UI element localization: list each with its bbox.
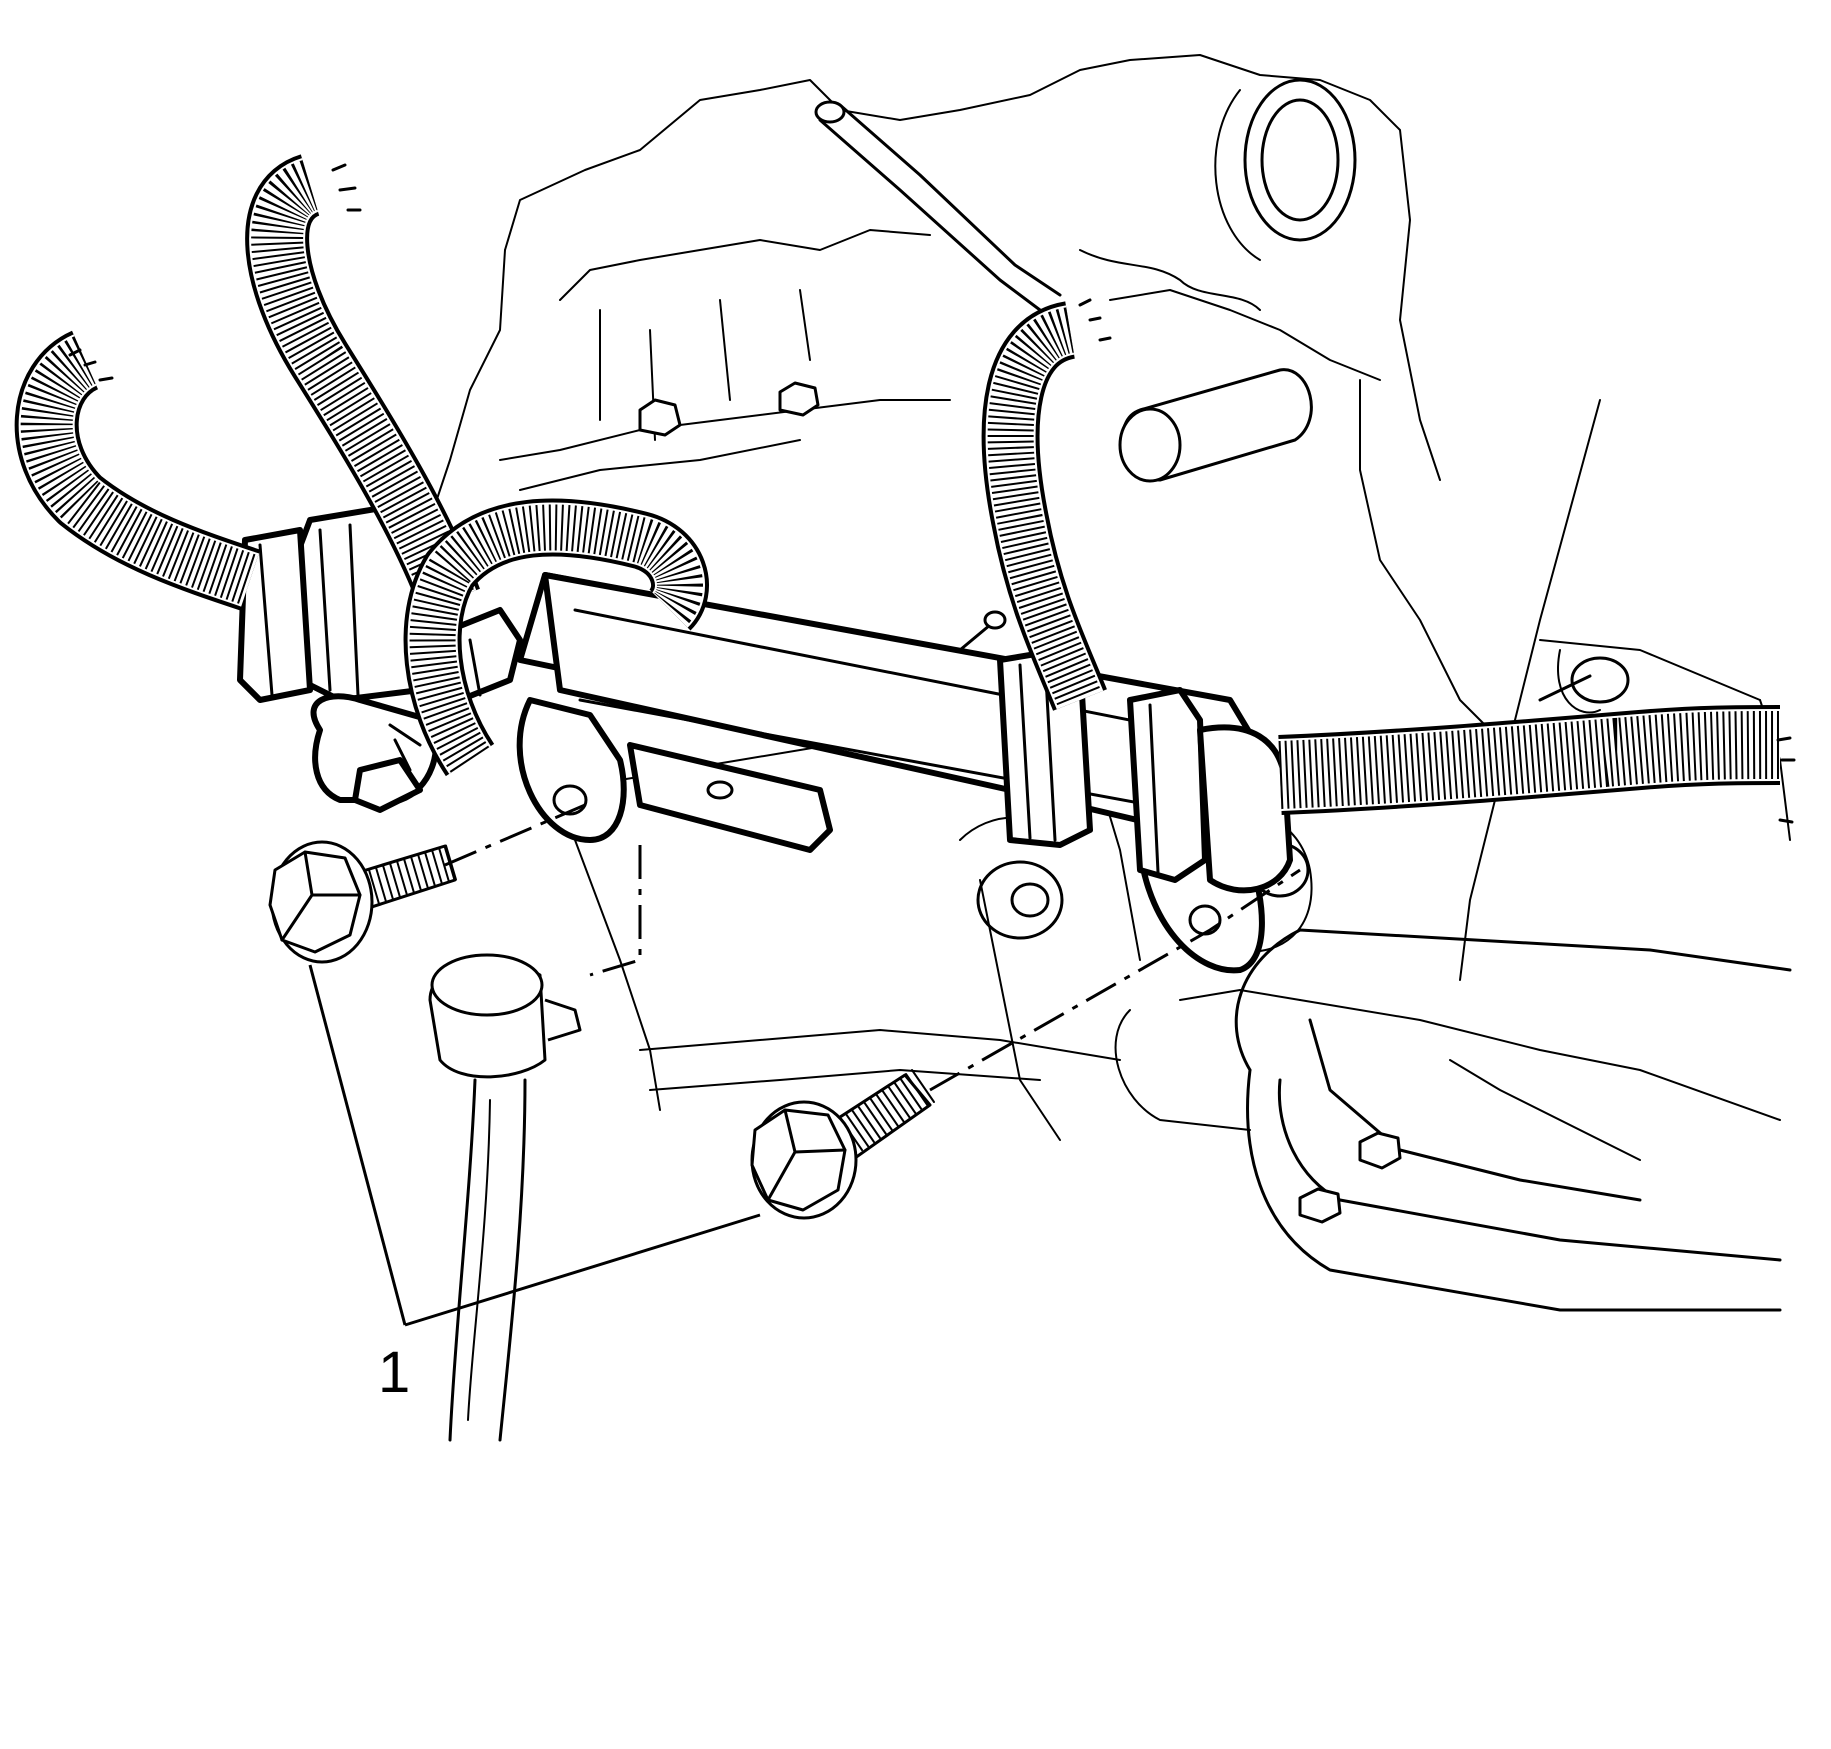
hose-loop-ribs <box>409 504 703 773</box>
thread-line <box>368 868 380 905</box>
hose-upper-ribs <box>251 160 475 610</box>
thread-line <box>424 851 436 888</box>
thread-line <box>893 1081 917 1115</box>
harness-hoses <box>14 154 1781 815</box>
hose-center-ribs <box>987 307 1102 709</box>
thread-line <box>911 1069 935 1103</box>
thread-line <box>857 1105 881 1139</box>
thread-line <box>389 862 401 899</box>
thread-line <box>375 866 387 903</box>
callout-label-1: 1 <box>378 1340 410 1405</box>
vent-hose <box>428 953 582 1442</box>
thread-line <box>431 849 443 885</box>
thread-line <box>899 1077 923 1111</box>
callout-1-leaders <box>308 964 761 1327</box>
hose-left-ribs <box>20 336 259 605</box>
harness-rail <box>237 502 1293 974</box>
fastener-bolt-lower <box>750 1069 935 1220</box>
thread-line <box>410 855 422 892</box>
thread-line <box>438 846 450 883</box>
fastener-bolt-upper <box>268 840 457 964</box>
alignment-centerlines <box>444 803 1301 1092</box>
hose-main-right-body <box>1278 709 1781 811</box>
thread-line <box>869 1097 893 1131</box>
thread-line <box>881 1089 905 1123</box>
thread-line <box>875 1093 899 1127</box>
thread-line <box>905 1073 929 1107</box>
engine-background <box>429 54 1792 1312</box>
break-marks <box>68 163 1796 824</box>
thread-line <box>863 1101 887 1135</box>
thread-line <box>887 1085 911 1119</box>
thread-line <box>403 857 415 894</box>
thread-line <box>851 1109 875 1143</box>
thread-line <box>396 860 408 896</box>
hose-main-right-ribs <box>1278 711 1781 809</box>
thread-line <box>845 1113 869 1147</box>
thread-line <box>417 853 429 890</box>
thread-line <box>382 864 394 901</box>
